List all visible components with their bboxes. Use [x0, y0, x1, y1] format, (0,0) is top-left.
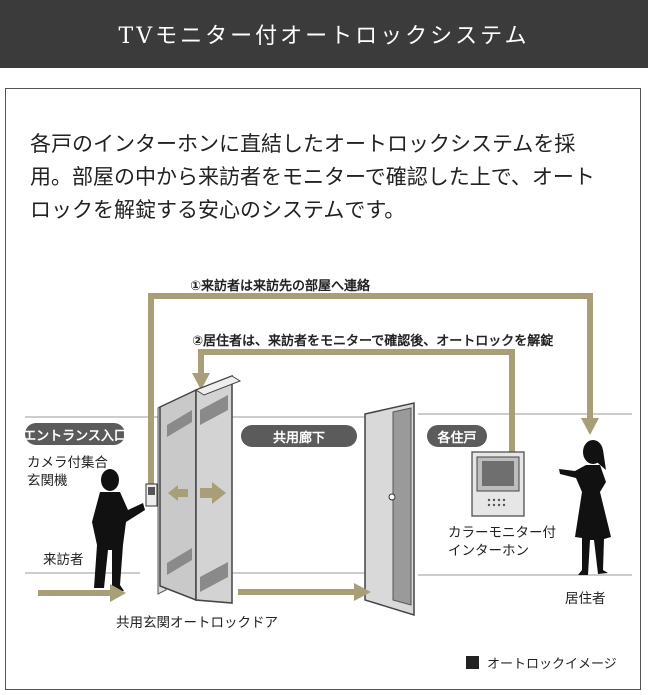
unit-door — [364, 402, 415, 617]
visitor-label: 来訪者 — [43, 552, 84, 568]
corridor-tag: 共用廊下 — [241, 425, 357, 447]
step2-arrow — [192, 349, 515, 452]
door-open-arrows — [168, 482, 226, 504]
legend: オートロックイメージ — [466, 653, 617, 672]
resident-figure — [559, 440, 611, 575]
step2-label: ②居住者は、来訪者をモニターで確認後、オートロックを解錠 — [192, 334, 554, 349]
monitor-label: カラーモニター付 — [448, 525, 556, 541]
monitor-intercom — [471, 451, 525, 517]
intro-line: 用。部屋の中から来訪者をモニターで確認した上で、オート — [30, 165, 595, 189]
camera-intercom — [145, 483, 158, 507]
monitor-label: インターホン — [448, 543, 529, 559]
camera-label: 玄関機 — [27, 473, 68, 489]
camera-label: カメラ付集合 — [27, 455, 108, 471]
bottom-path-arrow — [38, 583, 371, 602]
content-frame — [5, 88, 641, 690]
sliding-door — [159, 374, 242, 604]
legend-label: オートロックイメージ — [487, 657, 617, 672]
intro-line: ロックを解錠する安心のシステムです。 — [30, 198, 406, 222]
visitor-figure — [92, 469, 145, 591]
door-label: 共用玄関オートロックドア — [116, 615, 278, 631]
intro-line: 各戸のインターホンに直結したオートロックシステムを採 — [30, 132, 576, 156]
step1-label: ①来訪者は来訪先の部屋へ連絡 — [190, 279, 371, 294]
intro-text: 各戸のインターホンに直結したオートロックシステムを採 用。部屋の中から来訪者をモ… — [30, 128, 630, 227]
legend-swatch — [466, 656, 479, 669]
entrance-tag: エントランス入口 — [23, 423, 127, 445]
step1-arrow — [148, 293, 599, 492]
header-bar: TVモニター付オートロックシステム — [0, 0, 648, 68]
page-title: TVモニター付オートロックシステム — [118, 24, 530, 49]
unit-tag: 各住戸 — [427, 425, 487, 447]
resident-label: 居住者 — [565, 591, 606, 607]
